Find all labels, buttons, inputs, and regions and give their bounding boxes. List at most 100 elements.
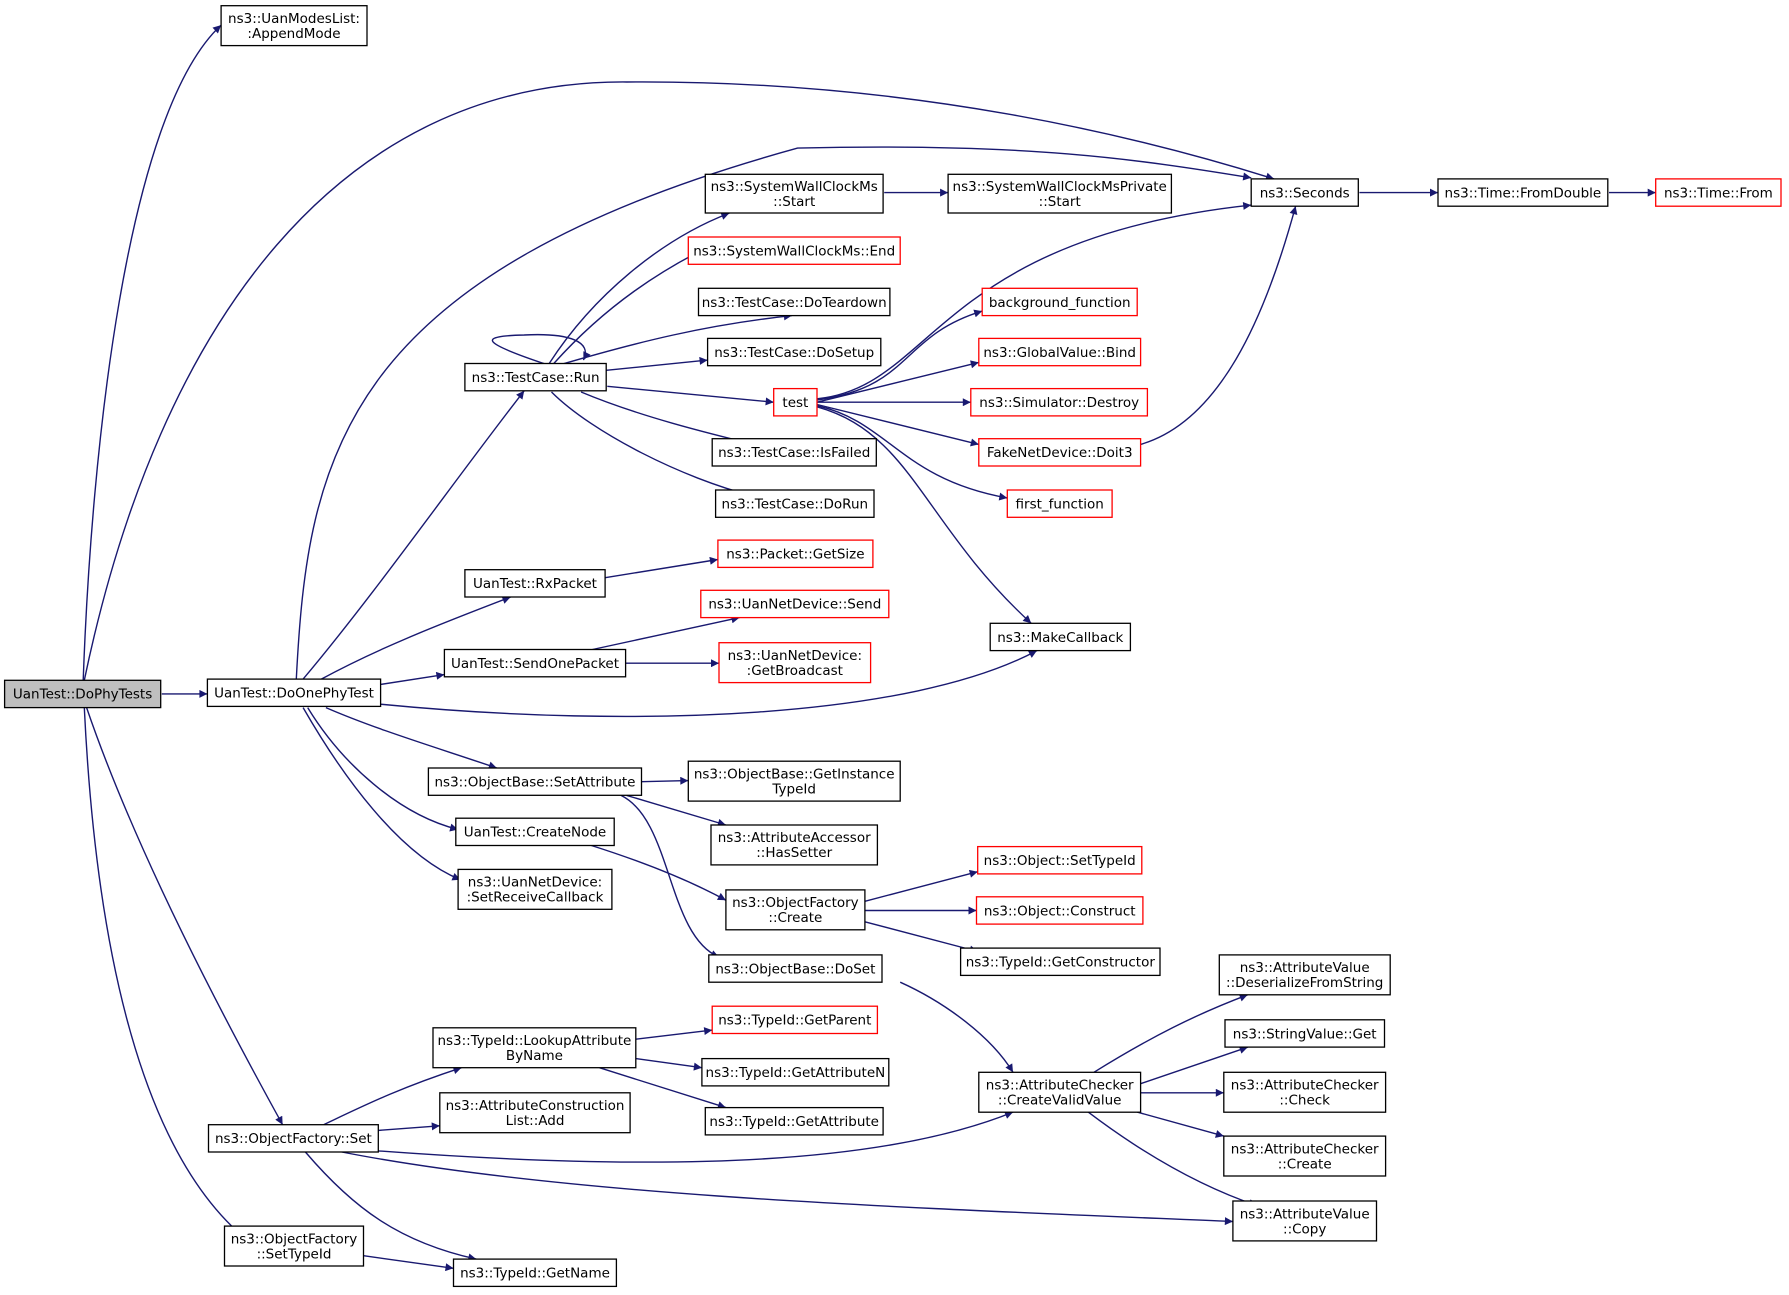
node-box: [452, 1258, 618, 1288]
node-label: ns3::ObjectBase::GetInstance: [694, 766, 895, 782]
edge-DoSet-to-CreateValidValue: [899, 981, 1014, 1073]
node-OFSet[interactable]: ns3::ObjectFactory::Set: [207, 1124, 379, 1153]
node-box: [708, 954, 883, 983]
node-first_function[interactable]: first_function: [1006, 489, 1113, 518]
node-box: [970, 387, 1149, 417]
node-box: [1223, 1135, 1387, 1177]
edge-OFCreate-to-SetTypeIdObj: [864, 869, 978, 902]
node-GetConstructor[interactable]: ns3::TypeId::GetConstructor: [959, 947, 1161, 977]
node-TimeFrom[interactable]: ns3::Time::From: [1655, 178, 1782, 207]
node-label: FakeNetDevice::Doit3: [987, 445, 1133, 461]
node-DoSetup[interactable]: ns3::TestCase::DoSetup: [706, 337, 882, 367]
node-label: ns3::TestCase::Run: [472, 370, 600, 386]
edge-test-to-first_function: [816, 405, 1008, 501]
node-label: ns3::AttributeChecker: [1231, 1078, 1379, 1094]
node-GetParent[interactable]: ns3::TypeId::GetParent: [711, 1005, 879, 1035]
node-SWCEnd[interactable]: ns3::SystemWallClockMs::End: [687, 236, 901, 265]
node-box: [1437, 178, 1609, 207]
node-ACCreate[interactable]: ns3::AttributeChecker::Create: [1223, 1135, 1387, 1177]
node-label: ns3::ObjectFactory: [231, 1231, 358, 1247]
node-DoSet[interactable]: ns3::ObjectBase::DoSet: [708, 954, 883, 983]
node-label: ns3::TypeId::LookupAttribute: [437, 1033, 631, 1049]
node-box: [439, 1092, 631, 1134]
node-Doit3[interactable]: FakeNetDevice::Doit3: [978, 438, 1142, 467]
node-UNDSend[interactable]: ns3::UanNetDevice::Send: [700, 589, 890, 619]
node-GetName[interactable]: ns3::TypeId::GetName: [452, 1258, 618, 1288]
node-label: ns3::ObjectFactory: [732, 895, 859, 911]
node-CreateValidValue[interactable]: ns3::AttributeChecker::CreateValidValue: [978, 1071, 1142, 1113]
node-SetReceiveCallback[interactable]: ns3::UanNetDevice::SetReceiveCallback: [457, 868, 613, 910]
node-DeserializeFromString[interactable]: ns3::AttributeValue::DeserializeFromStri…: [1218, 954, 1391, 996]
node-DoOnePhyTest[interactable]: UanTest::DoOnePhyTest: [206, 678, 382, 708]
node-box: [220, 5, 368, 47]
node-AppendMode[interactable]: ns3::UanModesList::AppendMode: [220, 5, 368, 47]
node-SimDestroy[interactable]: ns3::Simulator::Destroy: [970, 387, 1149, 417]
node-label: ns3::Simulator::Destroy: [979, 395, 1139, 411]
node-GetBroadcast[interactable]: ns3::UanNetDevice::GetBroadcast: [718, 642, 872, 684]
node-label: ns3::SystemWallClockMs: [711, 179, 878, 195]
node-label: ns3::UanNetDevice:: [728, 648, 862, 664]
node-label: ns3::TestCase::DoSetup: [714, 345, 874, 361]
node-SetAttribute[interactable]: ns3::ObjectBase::SetAttribute: [427, 767, 643, 796]
node-OFSetTypeId[interactable]: ns3::ObjectFactory::SetTypeId: [223, 1225, 365, 1267]
node-test[interactable]: test: [773, 387, 818, 417]
node-TestCaseRun[interactable]: ns3::TestCase::Run: [464, 362, 607, 392]
edge-test-to-background_function: [816, 309, 983, 401]
node-box: [711, 1005, 879, 1035]
node-SetTypeIdObj[interactable]: ns3::Object::SetTypeId: [977, 845, 1143, 875]
node-label: ns3::AttributeConstruction: [446, 1098, 625, 1114]
node-HasSetter[interactable]: ns3::AttributeAccessor::HasSetter: [710, 824, 879, 866]
node-label: ns3::AttributeAccessor: [718, 830, 871, 846]
edge-DoOnePhyTest-to-RxPacket: [320, 596, 511, 680]
node-GetAttributeN[interactable]: ns3::TypeId::GetAttributeN: [701, 1057, 890, 1087]
node-Seconds[interactable]: ns3::Seconds: [1250, 178, 1359, 207]
node-box: [714, 489, 875, 518]
node-box: [717, 539, 874, 569]
node-GetSize[interactable]: ns3::Packet::GetSize: [717, 539, 874, 569]
node-GetAttribute[interactable]: ns3::TypeId::GetAttribute: [704, 1106, 884, 1136]
edge-SetAttribute-to-HasSetter: [626, 794, 727, 827]
node-label: ns3::Time::From: [1664, 185, 1773, 201]
node-box: [687, 236, 901, 265]
node-GVBind[interactable]: ns3::GlobalValue::Bind: [978, 337, 1142, 367]
edge-OFSet-to-CreateValidValue: [378, 1111, 1014, 1163]
node-box: [443, 648, 627, 678]
node-CreateNode[interactable]: UanTest::CreateNode: [455, 817, 615, 847]
node-RxPacket[interactable]: UanTest::RxPacket: [464, 569, 606, 598]
node-label: :SetReceiveCallback: [467, 890, 604, 906]
node-label: TypeId: [771, 781, 816, 797]
node-Construct[interactable]: ns3::Object::Construct: [975, 896, 1144, 925]
node-FromDouble[interactable]: ns3::Time::FromDouble: [1437, 178, 1609, 207]
edge-OFSet-to-LookupAttributeByName: [323, 1066, 462, 1126]
node-label: ns3::SystemWallClockMs::End: [693, 244, 895, 260]
node-SendOnePacket[interactable]: UanTest::SendOnePacket: [443, 648, 627, 678]
node-DoTeardown[interactable]: ns3::TestCase::DoTeardown: [697, 287, 891, 317]
node-label: ns3::TypeId::GetAttribute: [709, 1114, 879, 1130]
node-IsFailed[interactable]: ns3::TestCase::IsFailed: [711, 438, 877, 467]
node-label: ns3::Object::Construct: [984, 903, 1136, 919]
edge-TestCaseRun-to-DoRun: [551, 391, 753, 498]
node-DoPhyTests[interactable]: UanTest::DoPhyTests: [3, 679, 162, 709]
node-box: [1006, 489, 1113, 518]
node-DoRun[interactable]: ns3::TestCase::DoRun: [714, 489, 875, 518]
edge-DoOnePhyTest-to-SetReceiveCallback: [302, 707, 461, 881]
node-box: [207, 1124, 379, 1153]
node-SWCPStart[interactable]: ns3::SystemWallClockMsPrivate::Start: [947, 173, 1173, 214]
node-background_function[interactable]: background_function: [981, 287, 1138, 317]
node-AVCopy[interactable]: ns3::AttributeValue::Copy: [1232, 1200, 1378, 1242]
node-ACCheck[interactable]: ns3::AttributeChecker::Check: [1223, 1071, 1387, 1113]
node-box: [464, 362, 607, 392]
node-box: [977, 845, 1143, 875]
node-label: ::HasSetter: [756, 845, 832, 861]
node-label: ::DeserializeFromString: [1226, 975, 1383, 991]
node-OFCreate[interactable]: ns3::ObjectFactory::Create: [725, 889, 866, 931]
node-StringValueGet[interactable]: ns3::StringValue::Get: [1224, 1019, 1386, 1048]
node-box: [464, 569, 606, 598]
node-box: [975, 896, 1144, 925]
node-MakeCallback[interactable]: ns3::MakeCallback: [989, 622, 1132, 652]
node-SWCStart[interactable]: ns3::SystemWallClockMs::Start: [704, 173, 884, 214]
